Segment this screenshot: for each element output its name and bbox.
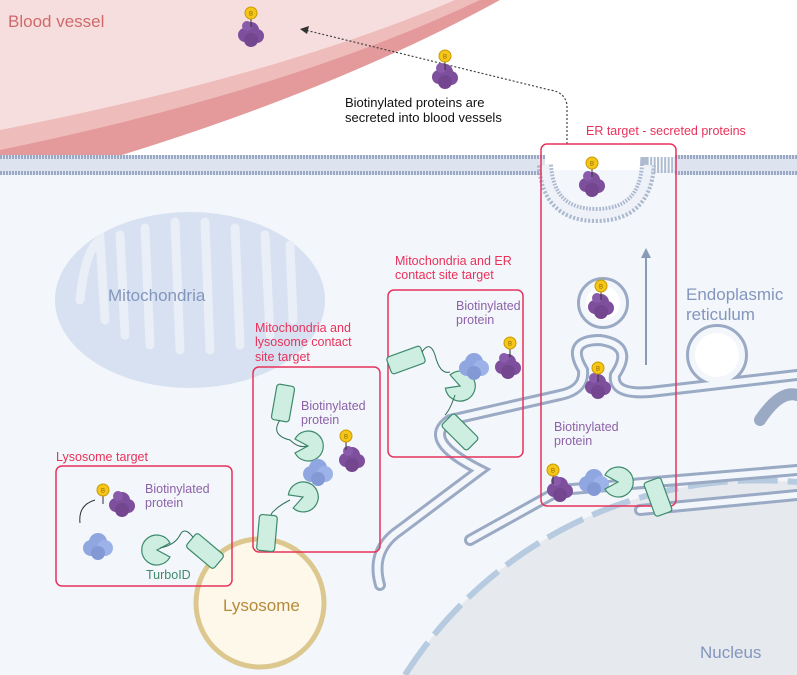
biotinylated-protein-label: Biotinylated protein — [456, 299, 521, 328]
label-line: reticulum — [686, 304, 755, 324]
linker — [444, 394, 456, 416]
linker — [276, 419, 311, 448]
er-target-box — [540, 143, 677, 507]
linker — [421, 346, 451, 373]
blood-vessel-label: Blood vessel — [8, 12, 105, 31]
mito-lyso-target-label: Mitochondria and lysosome contact site t… — [255, 321, 352, 364]
arrowhead-icon — [641, 248, 651, 258]
lysosome-label: Lysosome — [223, 596, 300, 615]
biotinylation-arrow — [79, 499, 96, 524]
label-line: Endoplasmic — [686, 285, 784, 304]
label-line: Biotinylated — [301, 399, 366, 413]
caption-line: secreted into blood vessels — [345, 109, 502, 125]
biotinylated-protein-label: Biotinylated protein — [554, 420, 619, 449]
mitochondrion — [55, 212, 325, 388]
label-line: protein — [145, 496, 184, 511]
linker — [159, 530, 196, 549]
label-line: Biotinylated — [456, 299, 521, 313]
turboid-anchor-icon — [255, 513, 279, 553]
biotinylated-protein-label: Biotinylated protein — [301, 399, 366, 428]
er-target-label: ER target - secreted proteins — [586, 124, 746, 138]
turboid-label: TurboID — [146, 568, 191, 582]
label-line: protein — [554, 434, 593, 449]
caption-line: Biotinylated proteins are — [345, 95, 485, 110]
lysosome-target-box — [55, 465, 233, 587]
label-line: Mitochondria and ER — [395, 254, 512, 268]
nucleus — [402, 477, 797, 675]
blood-vessel — [0, 0, 500, 190]
label-line: Mitochondria and — [255, 321, 351, 335]
mitochondria-label: Mitochondria — [108, 286, 206, 305]
mito-er-target-box — [387, 289, 524, 458]
cell-membrane — [0, 155, 797, 224]
nucleus-label: Nucleus — [700, 643, 762, 662]
label-line: protein — [301, 413, 340, 428]
secreted-caption: Biotinylated proteins are secreted into … — [345, 95, 502, 126]
label-line: site target — [255, 349, 310, 364]
mito-er-target-label: Mitochondria and ER contact site target — [395, 254, 512, 283]
label-line: Biotinylated — [145, 482, 210, 496]
label-line: protein — [456, 313, 495, 328]
lysosome-target-label: Lysosome target — [56, 450, 148, 464]
label-line: contact site target — [395, 268, 494, 283]
label-line: lysosome contact — [255, 335, 352, 350]
er-label: Endoplasmic reticulum — [686, 285, 783, 324]
arrowhead-icon — [300, 26, 309, 34]
mito-lyso-target-box — [252, 366, 381, 553]
label-line: Biotinylated — [554, 420, 619, 434]
biotinylated-protein-label: Biotinylated protein — [145, 482, 210, 511]
